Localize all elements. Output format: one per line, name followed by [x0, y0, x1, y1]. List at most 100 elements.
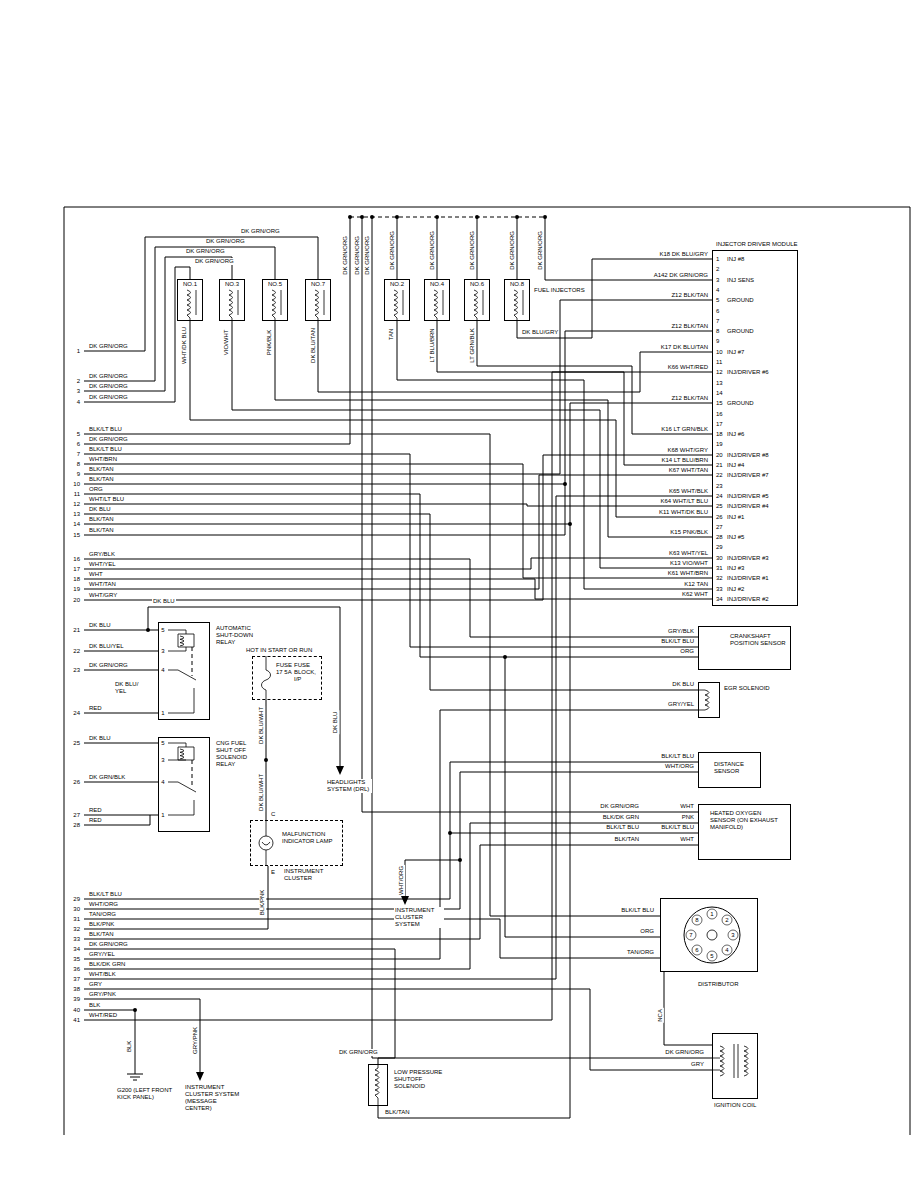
injector-box: NO.2 [384, 279, 410, 321]
wire-label: DK GRN/ORG [599, 803, 640, 810]
wire-label: GRY/BLK [88, 551, 116, 558]
wire-connector [275, 321, 712, 537]
pin-number: 5 [160, 740, 165, 747]
pin-number: 17 [72, 566, 81, 573]
component-label: MALFUNCTION INDICATOR LAMP [281, 831, 341, 845]
pin-number: 7 [688, 932, 693, 939]
pin-number: 12 [72, 501, 81, 508]
pin-number: 8 [76, 461, 81, 468]
pin-number: 2 [724, 917, 729, 924]
pin-number: 19 [715, 441, 724, 448]
wire-connector [232, 321, 712, 568]
pin-number: 25 [715, 503, 724, 510]
wire-label: WHT/BLK [88, 971, 117, 978]
component-label: DISTANCE SENSOR [713, 761, 759, 775]
pin-number: 28 [72, 822, 81, 829]
pin-number: 27 [72, 812, 81, 819]
pin-number: 20 [715, 452, 724, 459]
wire-label: LT GRN/BLK [469, 327, 476, 363]
wire-label: BLK/PNK [260, 888, 267, 915]
pin-number: 30 [72, 906, 81, 913]
lamp-box: MALFUNCTION INDICATOR LAMPINSTRUMENT CLU… [250, 820, 343, 866]
wire-label: WHT/ORG [398, 864, 405, 895]
wire-label: VIO/WHT [224, 328, 231, 356]
pin-number: 22 [715, 472, 724, 479]
dashed-bus [192, 217, 545, 788]
wire-label: DK GRN/ORG [88, 343, 129, 350]
distributor-box: DISTRIBUTOR [660, 898, 758, 972]
cap-terminal [707, 951, 717, 961]
pin-number: 6 [715, 308, 720, 315]
pin-number: 39 [72, 996, 81, 1003]
wire-label: DK GRN/ORG [88, 373, 129, 380]
pin-number: 8 [715, 328, 720, 335]
wire-label: DK GRN/ORG [469, 230, 476, 271]
splice-dots [133, 215, 572, 1012]
pin-number: 6 [76, 441, 81, 448]
solenoid-box: EGR SOLENOID [698, 682, 720, 718]
pin-number: 11 [715, 359, 723, 366]
wire-label: GROUND [726, 400, 755, 407]
pin-number: 31 [72, 916, 81, 923]
wire-label: K17 DK BLU/TAN [660, 344, 709, 351]
wire-label: K62 WHT [681, 591, 709, 598]
sensor-box: HEATED OXYGEN SENSOR (ON EXHAUST MANIFOL… [698, 804, 791, 860]
wire-label: K14 LT BLU/BRN [661, 457, 709, 464]
cap-terminal [722, 945, 732, 955]
wire-label: INJ/DRIVER #2 [726, 596, 770, 603]
wire-label: DK BLU/ YEL [114, 681, 148, 695]
pin-number: 36 [72, 966, 81, 973]
pin-number: 5 [160, 627, 165, 634]
wire-label: DK GRN/BLK [88, 774, 126, 781]
cap-terminal [692, 945, 702, 955]
pin-number: 21 [715, 462, 724, 469]
page-frame [64, 207, 910, 1135]
wire-label: BLK/TAN [613, 836, 640, 843]
wire-label: DK BLU [152, 598, 176, 605]
pin-number: 4 [160, 667, 165, 674]
wire-label: INJ SENS [726, 277, 755, 284]
wires [84, 217, 712, 1118]
wire-label: DK GRN/ORG [194, 258, 235, 265]
wire-label: DK BLU/YEL [88, 643, 125, 650]
pin-number: 31 [715, 565, 724, 572]
pin-number: 26 [715, 514, 724, 521]
wire-label: WHT/YEL [88, 561, 117, 568]
pin-number: 1 [160, 710, 165, 717]
wire-label: WHT/ORG [88, 901, 119, 908]
pin-number: 13 [715, 380, 724, 387]
pin-number: 29 [715, 544, 724, 551]
wire-label: WHT [679, 836, 695, 843]
pin-number: 3 [715, 277, 720, 284]
pin-number: 23 [715, 483, 724, 490]
wire-label: K65 WHT/BLK [668, 488, 709, 495]
wire-label: INJ/DRIVER #7 [726, 472, 770, 479]
wire-label: BLK [127, 1039, 134, 1052]
pin-number: 37 [72, 976, 81, 983]
wire-label: DK GRN/ORG [509, 230, 516, 271]
wire-connector [397, 321, 712, 589]
pin-number: 24 [72, 710, 81, 717]
wire-label: DK BLU [88, 622, 112, 629]
wire-label: DK BLU/WHT [259, 705, 266, 744]
wire-label: K15 PNK/BLK [669, 529, 709, 536]
module-box: INJECTOR DRIVER MODULE [712, 250, 798, 606]
component-label: NO.4 [429, 281, 445, 288]
wire-label: BLK/TAN [384, 1109, 411, 1116]
pin-number: 5 [715, 297, 720, 304]
wire-label: GRY [690, 1061, 705, 1068]
cap-terminal [728, 930, 738, 940]
wire-label: DK GRN/ORG [537, 230, 544, 271]
wire-label: DK GRN/ORG [354, 235, 361, 276]
wire-label: BLK/LT BLU [660, 753, 695, 760]
wire-label: BLK/DK GRN [88, 961, 126, 968]
injector-box: NO.4 [424, 279, 450, 321]
wire-label: GRY/YEL [667, 701, 695, 708]
fuse-block: HOT IN START OR RUNFUSE 17 5AFUSE BLOCK,… [252, 656, 322, 700]
relay-box: CNG FUEL SHUT OFF SOLENOID RELAY [158, 737, 210, 832]
pin-number: 5 [76, 431, 81, 438]
wire-label: DK GRN/ORG [185, 248, 226, 255]
wire-connector [190, 321, 712, 517]
distributor-hub [707, 930, 717, 940]
